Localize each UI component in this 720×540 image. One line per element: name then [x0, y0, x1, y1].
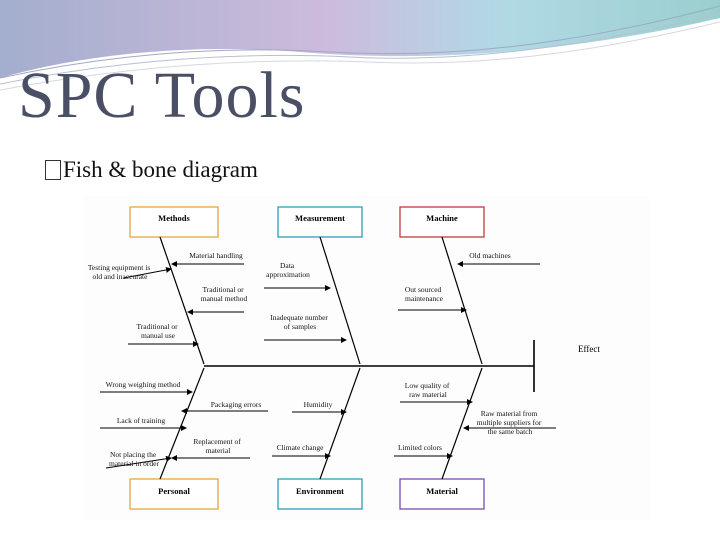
cause-traditional-manual-use: Traditional or manual use [136, 322, 179, 340]
category-box-material: Material [399, 478, 485, 510]
category-box-environment: Environment [277, 478, 363, 510]
fishbone-diagram: Effect Methods Measurement Machine Perso… [84, 196, 650, 520]
cause-climate-change: Climate change [277, 443, 325, 452]
header-swoosh-decoration [0, 0, 720, 91]
square-bullet-icon [45, 160, 61, 180]
category-box-machine: Machine [399, 206, 485, 238]
category-label-personal: Personal [158, 486, 190, 496]
cause-humidity: Humidity [304, 400, 333, 409]
cause-packaging-errors: Packaging errors [211, 400, 262, 409]
category-label-environment: Environment [296, 486, 344, 496]
category-box-methods: Methods [129, 206, 219, 238]
cause-testing-equipment: Testing equipment is old and inaccurate [88, 263, 152, 281]
cause-not-placing-material: Not placing the material in order [109, 450, 159, 468]
category-box-personal: Personal [129, 478, 219, 510]
cause-replacement-material: Replacement of material [193, 437, 242, 455]
cause-wrong-weighing: Wrong weighing method [106, 380, 181, 389]
cause-inadequate-samples: Inadequate number of samples [270, 313, 330, 331]
rib-testing-equipment [123, 266, 172, 279]
category-label-methods: Methods [158, 213, 190, 223]
bone-machine [441, 236, 483, 365]
cause-traditional-manual-method: Traditional or manual method [201, 285, 248, 303]
bullet-item: Fish & bone diagram [45, 157, 258, 183]
bone-environment [319, 367, 361, 480]
bone-measurement [319, 236, 361, 365]
category-label-machine: Machine [426, 213, 458, 223]
cause-data-approximation: Data approximation [266, 261, 310, 279]
cause-material-handling: Material handling [189, 251, 243, 260]
fishbone-svg: Effect Methods Measurement Machine Perso… [88, 206, 600, 510]
cause-raw-multiple-suppliers: Raw material from multiple suppliers for… [477, 409, 543, 436]
rib-not-placing-material [105, 455, 172, 469]
category-label-material: Material [426, 486, 458, 496]
cause-outsourced-maintenance: Out sourced maintenance [405, 285, 444, 303]
cause-lack-of-training: Lack of training [117, 416, 166, 425]
bone-material [441, 367, 483, 480]
category-box-measurement: Measurement [277, 206, 363, 238]
cause-limited-colors: Limited colors [398, 443, 442, 452]
effect-label: Effect [578, 344, 600, 354]
bullet-text: Fish & bone diagram [63, 157, 258, 182]
cause-low-quality-raw: Low quality of raw material [405, 381, 451, 399]
category-label-measurement: Measurement [295, 213, 345, 223]
cause-old-machines: Old machines [469, 251, 511, 260]
slide-title: SPC Tools [18, 59, 306, 132]
